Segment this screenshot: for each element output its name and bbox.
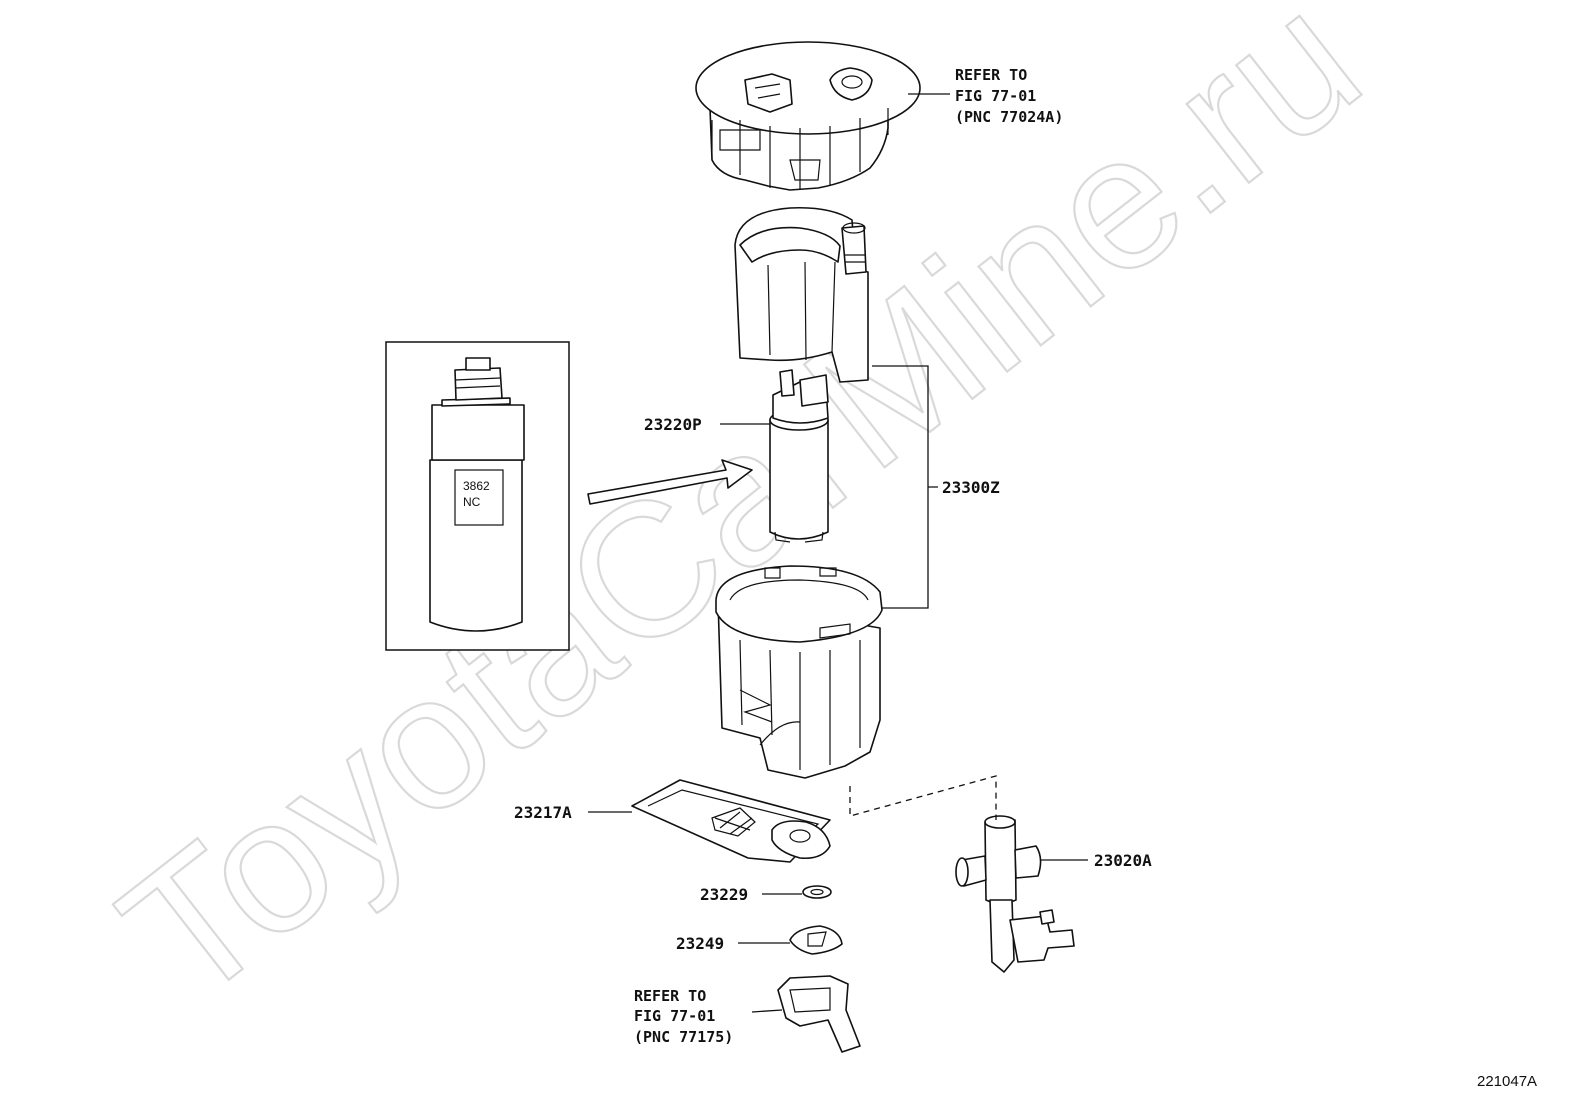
fuel-pump [769, 369, 829, 543]
fuel-sub-tank [715, 565, 883, 779]
inset-tag-line2: NC [463, 495, 481, 509]
refer-bottom-line2: FIG 77-01 [634, 1007, 715, 1025]
refer-top-line2: FIG 77-01 [955, 87, 1036, 105]
holder-bracket [777, 975, 861, 1053]
figure-code: 221047A [1477, 1073, 1537, 1090]
label-filter: 23217A [514, 803, 572, 822]
label-washer: 23229 [700, 885, 748, 904]
clip [789, 925, 843, 955]
suction-filter [631, 779, 831, 863]
callout-labels: REFER TO FIG 77-01 (PNC 77024A) 23220P 2… [514, 66, 1537, 1090]
leader-lines [588, 93, 1088, 1013]
upper-filter-housing [734, 206, 869, 383]
label-pump: 23220P [644, 415, 702, 434]
check-valve [955, 815, 1075, 973]
label-clip: 23249 [676, 934, 724, 953]
fuel-pump-flange [695, 41, 921, 191]
refer-bottom-line1: REFER TO [634, 987, 706, 1005]
refer-bottom-line3: (PNC 77175) [634, 1028, 733, 1046]
refer-top-line1: REFER TO [955, 66, 1027, 84]
refer-top-line3: (PNC 77024A) [955, 108, 1063, 126]
pump-detail-inset: 3862 NC [385, 341, 570, 651]
washer [802, 885, 832, 899]
label-assembly: 23300Z [942, 478, 1000, 497]
inset-arrow [587, 459, 753, 505]
inset-tag-line1: 3862 [463, 479, 490, 493]
label-valve: 23020A [1094, 851, 1152, 870]
